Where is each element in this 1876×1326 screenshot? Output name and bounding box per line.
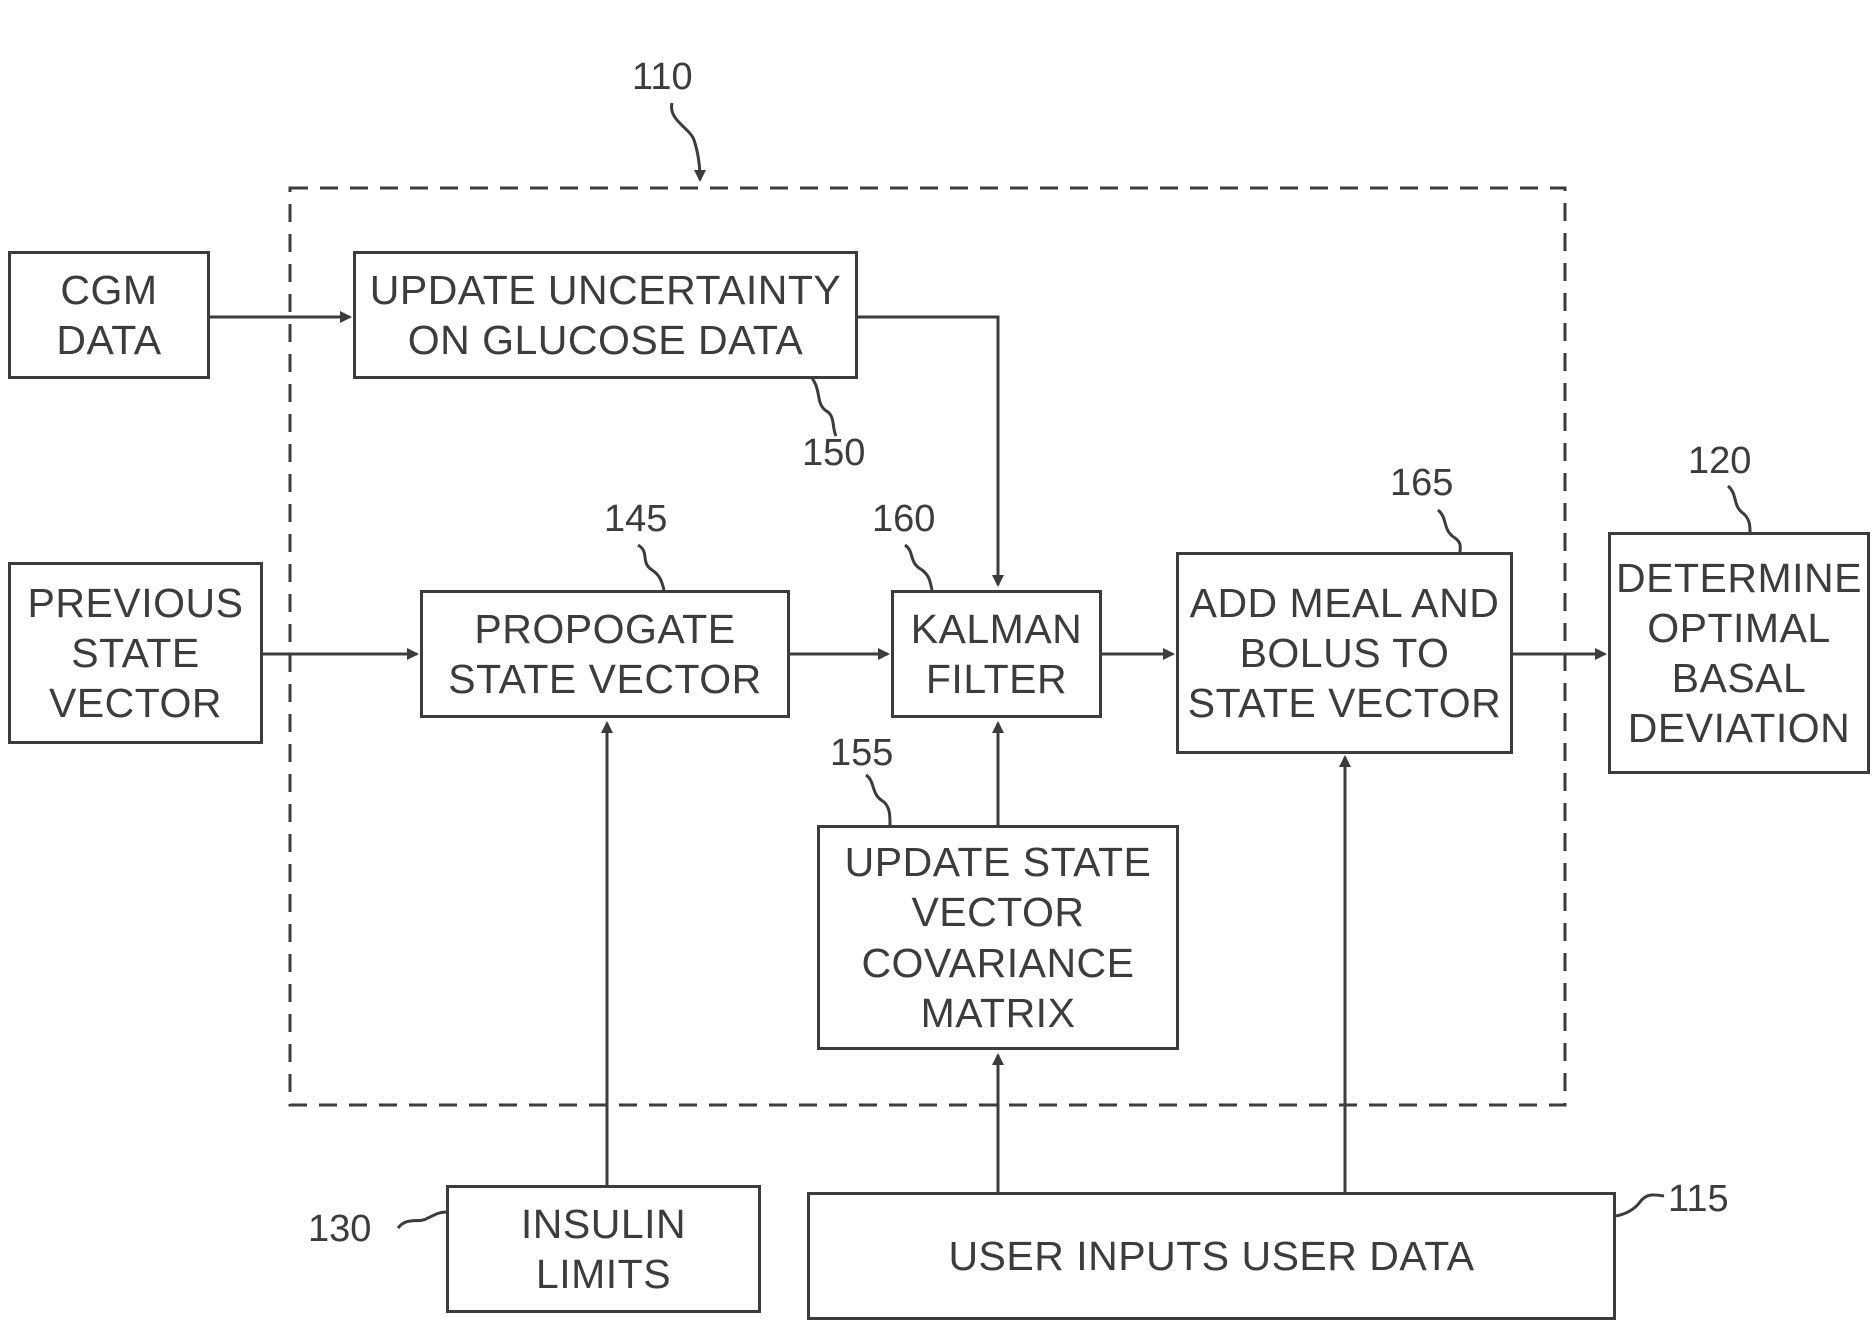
insulin-limits-box: INSULIN LIMITS [446, 1185, 761, 1313]
leader-165 [1438, 510, 1460, 552]
leader-145 [638, 545, 664, 590]
ref-150: 150 [802, 432, 865, 475]
leader-160 [905, 545, 932, 590]
determine-basal-deviation-box: DETERMINE OPTIMAL BASAL DEVIATION [1608, 532, 1870, 774]
propagate-state-vector-box: PROPOGATE STATE VECTOR [420, 590, 790, 718]
kalman-filter-box: KALMAN FILTER [891, 590, 1102, 718]
leader-115 [1616, 1195, 1664, 1216]
arrow-uncertainty-to-kalman [858, 317, 998, 585]
leader-110 [672, 103, 700, 180]
ref-120: 120 [1688, 440, 1751, 483]
leader-155 [866, 775, 890, 825]
update-covariance-box: UPDATE STATE VECTOR COVARIANCE MATRIX [817, 825, 1179, 1050]
ref-130: 130 [308, 1208, 371, 1251]
ref-155: 155 [830, 732, 893, 775]
ref-160: 160 [872, 498, 935, 541]
add-meal-bolus-box: ADD MEAL AND BOLUS TO STATE VECTOR [1176, 552, 1513, 754]
ref-110: 110 [632, 56, 693, 99]
cgm-data-box: CGM DATA [8, 251, 210, 379]
user-inputs-box: USER INPUTS USER DATA [807, 1192, 1616, 1320]
leader-150 [812, 378, 836, 436]
leader-130 [398, 1212, 446, 1228]
ref-165: 165 [1390, 462, 1453, 505]
update-uncertainty-box: UPDATE UNCERTAINTY ON GLUCOSE DATA [353, 251, 858, 379]
ref-145: 145 [604, 498, 667, 541]
ref-115: 115 [1668, 1178, 1729, 1221]
leader-120 [1728, 486, 1750, 532]
previous-state-vector-box: PREVIOUS STATE VECTOR [8, 562, 263, 744]
